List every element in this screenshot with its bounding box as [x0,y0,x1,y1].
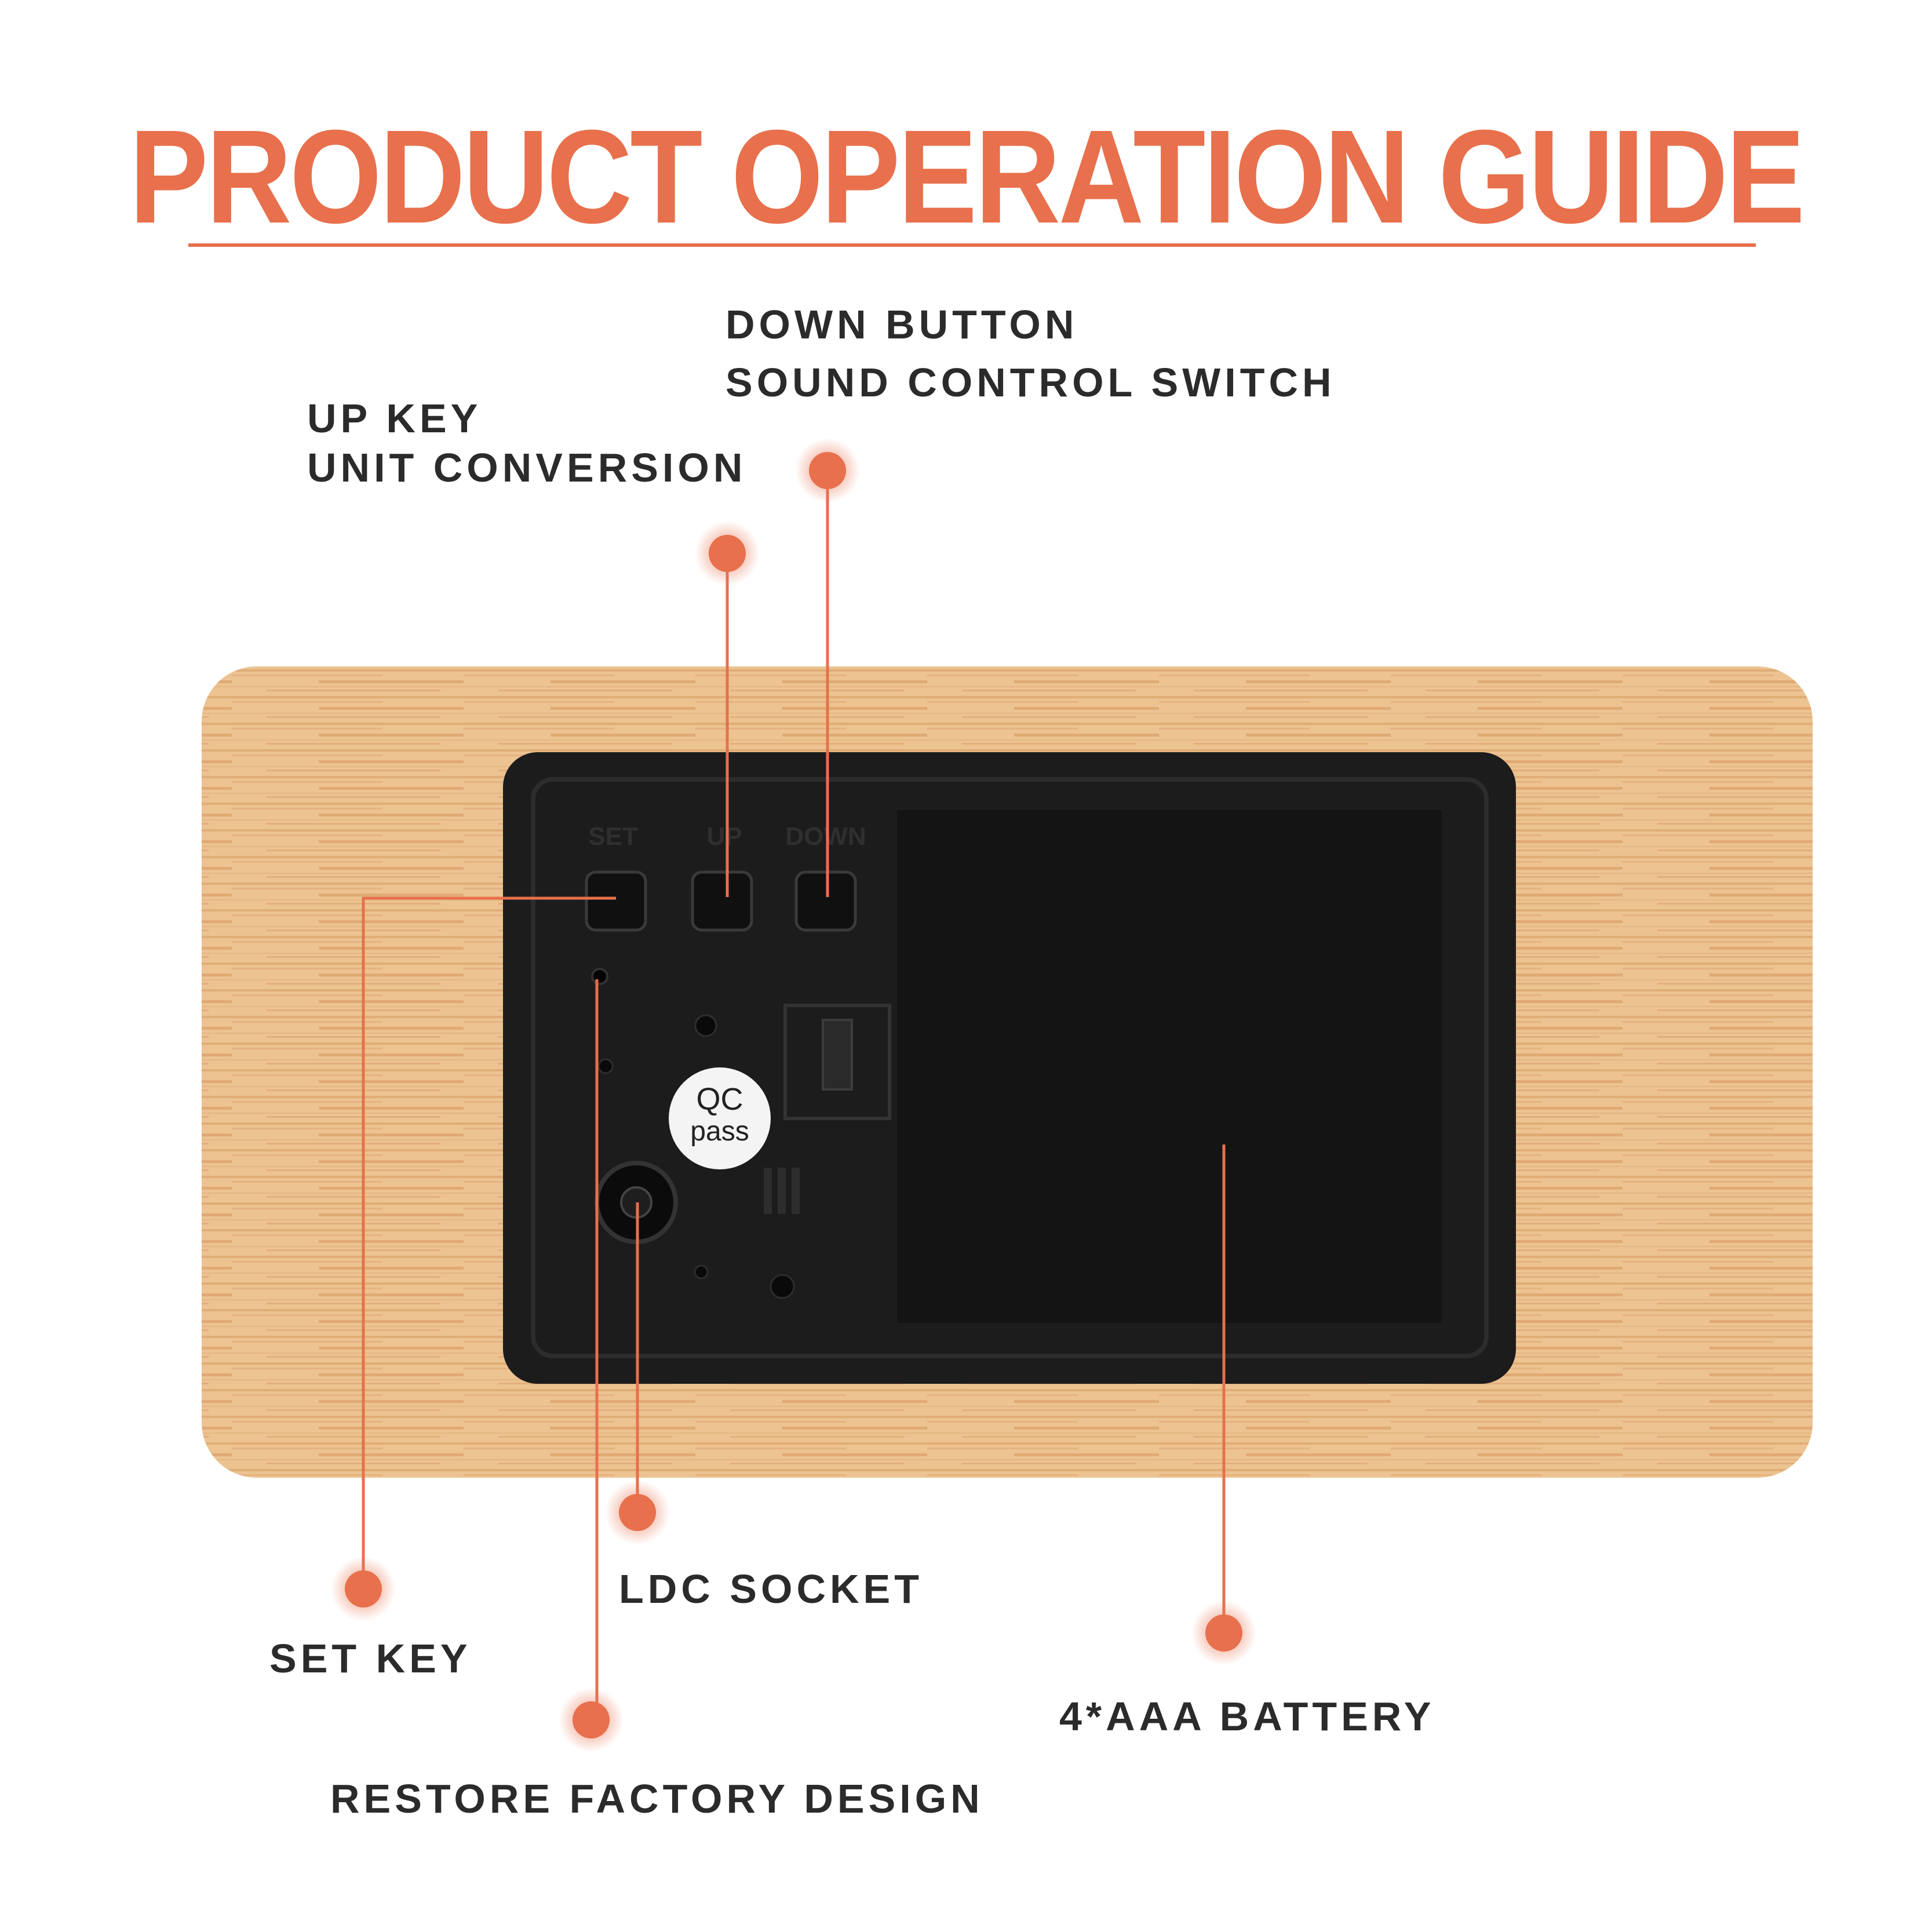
label-down-button: DOWN BUTTON [726,302,1078,347]
battery-cover [897,810,1442,1323]
label-set-key: SET KEY [269,1636,472,1681]
reset-hole[interactable] [591,968,608,985]
title-divider [188,243,1756,247]
marker-set-key [331,1556,396,1621]
svg-text:DOWN: DOWN [785,822,866,851]
marker-battery [1191,1601,1256,1665]
label-restore-factory: RESTORE FACTORY DESIGN [330,1776,984,1821]
set-key[interactable] [585,870,647,932]
svg-text:SET: SET [588,822,638,851]
label-sound-control: SOUND CONTROL SWITCH [726,360,1336,405]
label-battery: 4*AAA BATTERY [1059,1694,1435,1739]
marker-ldc-socket [605,1480,670,1545]
sticker-line1: QC [697,1082,743,1117]
label-ldc-socket: LDC SOCKET [619,1566,923,1612]
marker-up-key [695,521,760,586]
sticker-line2: pass [690,1116,749,1147]
marker-restore [559,1687,624,1752]
sound-slide-switch[interactable] [783,1004,891,1120]
marker-down-button [795,438,860,503]
label-unit-conversion: UNIT CONVERSION [307,445,747,490]
leader-set-key [362,896,616,1589]
label-up-key: UP KEY [307,396,482,441]
svg-text:UP: UP [706,822,742,851]
qc-pass-sticker [669,1067,771,1169]
down-key[interactable] [794,870,857,932]
page-title: PRODUCT OPERATION GUIDE [129,102,1805,251]
up-key[interactable] [691,870,753,932]
